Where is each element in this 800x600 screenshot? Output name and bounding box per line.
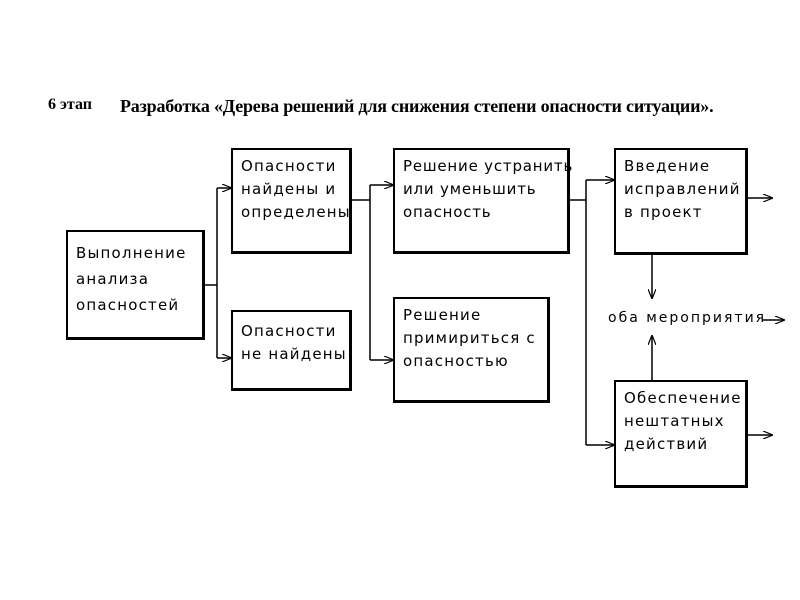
box-analysis-line: опасностей bbox=[76, 296, 180, 314]
box-corrections: Введение исправлений в проект bbox=[614, 148, 748, 255]
box-contingency-line: нештатных bbox=[624, 412, 725, 430]
box-eliminate: Решение устранить или уменьшить опасност… bbox=[393, 148, 574, 254]
box-accept-line: примириться с bbox=[403, 329, 536, 347]
box-analysis-line: анализа bbox=[76, 270, 150, 288]
box-eliminate-line: или уменьшить bbox=[403, 180, 537, 198]
diagram-title: Разработка «Дерева решений для снижения … bbox=[120, 96, 714, 116]
box-found-line: найдены и bbox=[241, 180, 337, 198]
box-found-line: определены bbox=[241, 203, 351, 221]
box-not-found-line: не найдены bbox=[241, 345, 347, 363]
both-measures-label: оба мероприятия bbox=[608, 310, 767, 326]
box-corrections-line: в проект bbox=[624, 203, 703, 221]
box-analysis-line: Выполнение bbox=[76, 244, 187, 262]
box-analysis: Выполнение анализа опасностей bbox=[66, 230, 205, 340]
box-accept: Решение примириться с опасностью bbox=[393, 297, 550, 403]
box-not-found-line: Опасности bbox=[241, 322, 337, 340]
box-not-found: Опасности не найдены bbox=[231, 310, 352, 391]
box-contingency: Обеспечение нештатных действий bbox=[614, 380, 748, 488]
box-contingency-line: действий bbox=[624, 435, 709, 453]
box-eliminate-line: опасность bbox=[403, 203, 492, 221]
box-found: Опасности найдены и определены bbox=[231, 148, 352, 254]
box-accept-line: опасностью bbox=[403, 352, 509, 370]
box-contingency-line: Обеспечение bbox=[624, 389, 742, 407]
box-accept-line: Решение bbox=[403, 306, 482, 324]
box-found-line: Опасности bbox=[241, 157, 337, 175]
box-corrections-line: Введение bbox=[624, 157, 711, 175]
box-eliminate-line: Решение устранить bbox=[403, 157, 574, 175]
stage-label: 6 этап bbox=[48, 96, 92, 113]
box-corrections-line: исправлений bbox=[624, 180, 741, 198]
